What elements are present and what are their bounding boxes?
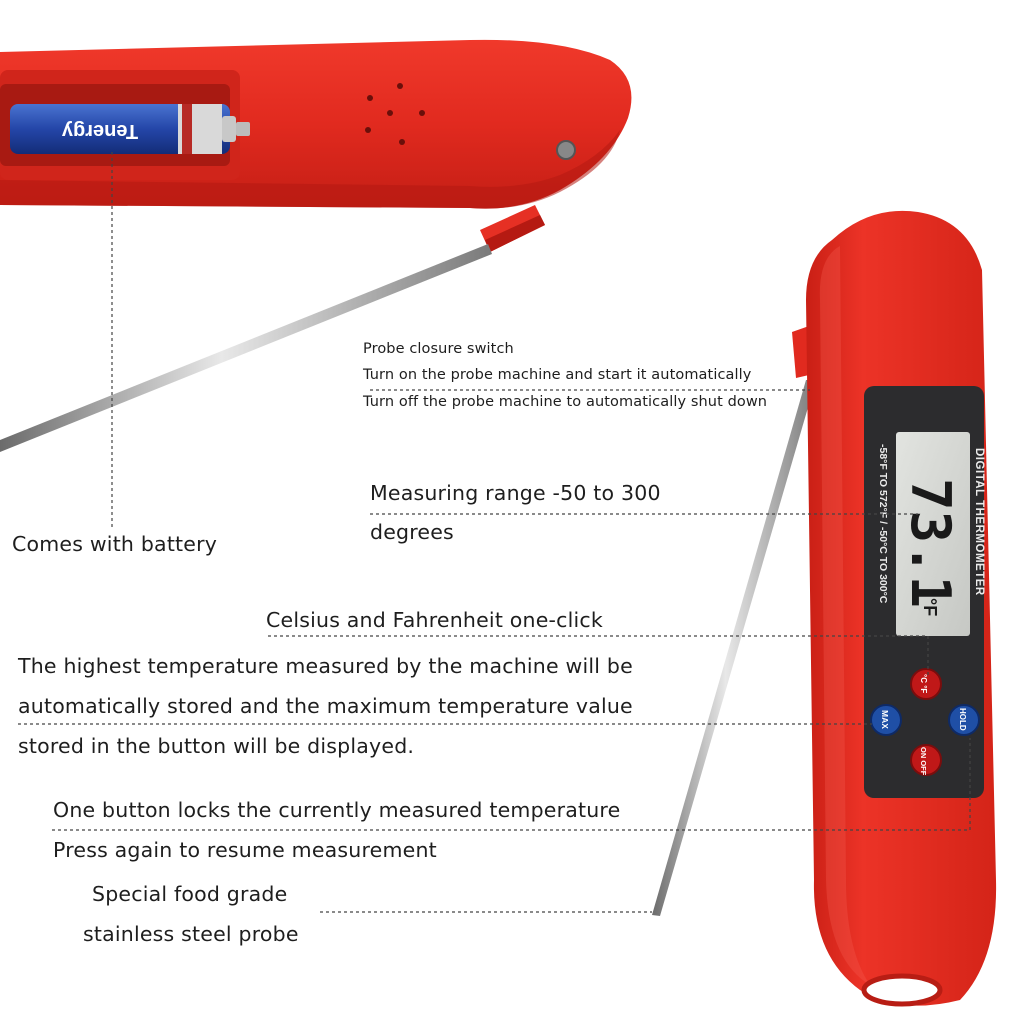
probe-annotation-line1: Special food grade xyxy=(92,882,288,906)
probe-switch-line2: Turn off the probe machine to automatica… xyxy=(363,394,768,410)
hanging-hole xyxy=(861,973,943,1007)
speaker-holes xyxy=(365,83,425,145)
device-label: DIGITAL THERMOMETER xyxy=(973,448,985,596)
probe-switch-title: Probe closure switch xyxy=(363,341,514,357)
leader-lines xyxy=(18,152,971,913)
max-button-label: MAX xyxy=(880,710,890,729)
display-unit: °F xyxy=(920,598,940,616)
display-thermometer: DIGITAL THERMOMETER -58°F TO 572°F / -50… xyxy=(652,210,997,1007)
hold-button[interactable]: HOLD xyxy=(948,704,980,736)
power-button-label: ON OFF xyxy=(919,747,928,776)
max-annotation-line2: automatically stored and the maximum tem… xyxy=(18,694,633,718)
battery-brand: Tenergy xyxy=(61,120,138,142)
measuring-range-line2: degrees xyxy=(370,520,454,544)
top-thermometer: Tenergy xyxy=(0,39,632,452)
hold-annotation-line2: Press again to resume measurement xyxy=(53,838,437,862)
max-button[interactable]: MAX xyxy=(870,704,902,736)
range-label: -58°F TO 572°F / -50°C TO 300°C xyxy=(877,444,889,604)
unit-button[interactable]: °C °F xyxy=(910,668,942,700)
measuring-range-line1: Measuring range -50 to 300 xyxy=(370,481,661,505)
unit-button-label: °C °F xyxy=(919,674,928,693)
battery: Tenergy xyxy=(10,104,250,154)
battery-label: Comes with battery xyxy=(12,532,218,556)
max-annotation-line1: The highest temperature measured by the … xyxy=(18,654,633,678)
probe-annotation-line2: stainless steel probe xyxy=(83,922,299,946)
hold-button-label: HOLD xyxy=(958,708,967,731)
display-value: 73.1 xyxy=(899,478,962,608)
power-button[interactable]: ON OFF xyxy=(910,744,942,776)
probe-switch-line1: Turn on the probe machine and start it a… xyxy=(363,367,752,383)
lcd-screen xyxy=(896,432,970,636)
top-probe xyxy=(0,244,492,452)
max-annotation-line3: stored in the button will be displayed. xyxy=(18,734,415,758)
hold-annotation-line1: One button locks the currently measured … xyxy=(53,798,621,822)
unit-button-annotation: Celsius and Fahrenheit one-click xyxy=(266,608,603,632)
right-probe xyxy=(652,380,816,916)
pivot-screw xyxy=(556,140,576,160)
